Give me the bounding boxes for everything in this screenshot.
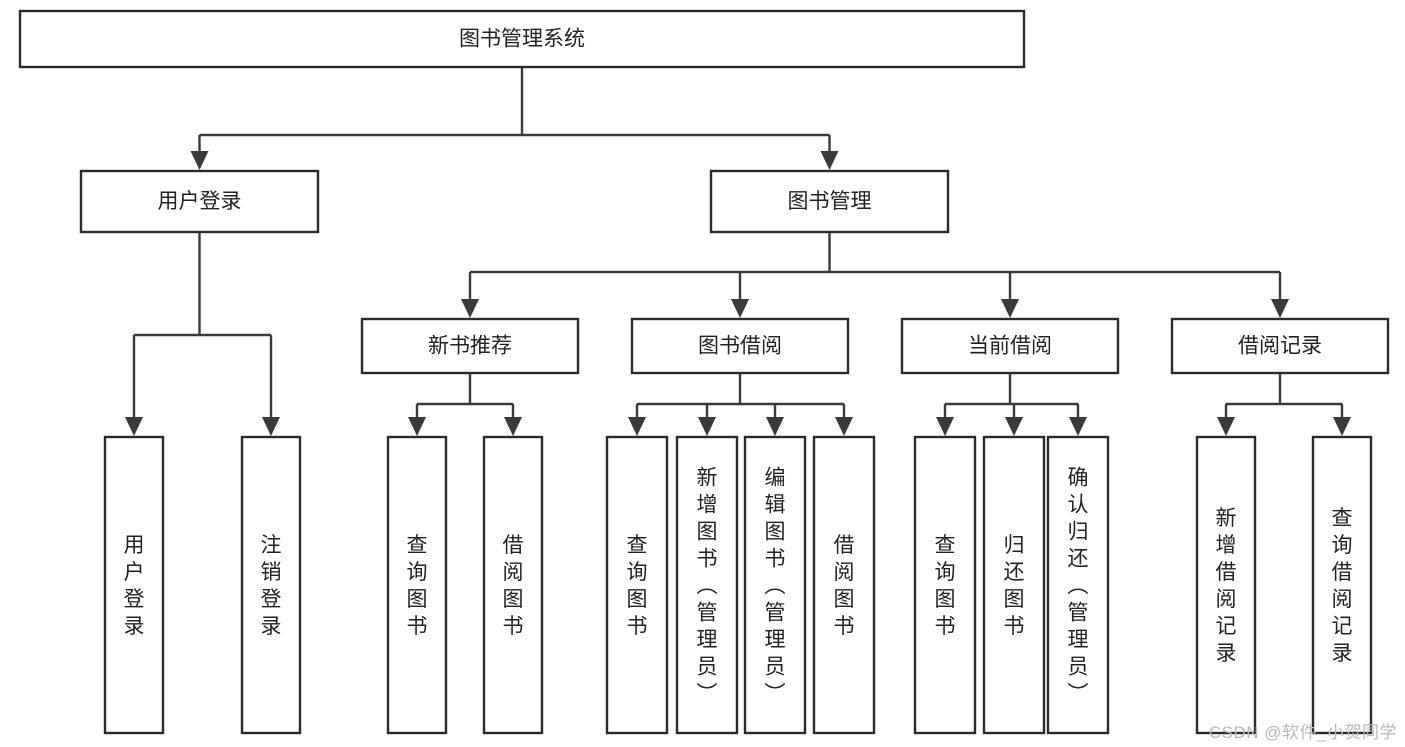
node-label: 查询图书 [627,534,648,638]
node-label: 新增借阅记录 [1216,507,1237,665]
node-box [79,169,320,234]
node-box [482,435,544,735]
node-box [743,435,807,735]
node-leaf-return-book[interactable]: 归还图书 [982,435,1046,735]
node-label: 查询图书 [407,534,428,638]
node-box [360,317,580,375]
node-label: 注销登录 [261,534,282,638]
node-n-book-borrow[interactable]: 图书借阅 [630,317,850,375]
node-box [386,435,448,735]
arrow-head-icon [1005,417,1023,436]
node-label: 借阅图书 [834,534,855,638]
node-layer: 图书管理系统用户登录图书管理新书推荐图书借阅当前借阅借阅记录用户登录注销登录查询… [18,9,1390,735]
arrow-head-icon [125,417,143,436]
node-label: 归还图书 [1004,534,1025,638]
arrow-head-icon [461,299,479,318]
node-label: 图书管理 [788,190,872,213]
node-label: 确认归还︵管理员︶ [1068,467,1089,706]
arrow-head-icon [698,417,716,436]
node-box [812,435,876,735]
node-label: 借阅记录 [1238,335,1322,358]
node-box [1195,435,1257,735]
node-box [900,317,1120,375]
node-leaf-logout[interactable]: 注销登录 [240,435,302,735]
node-label: 图书管理系统 [459,28,585,51]
node-label: 查询借阅记录 [1332,507,1353,665]
node-leaf-borrow-book-2[interactable]: 借阅图书 [812,435,876,735]
arrow-head-icon [936,417,954,436]
arrow-head-icon [628,417,646,436]
arrow-head-icon [766,417,784,436]
node-n-current-borrow[interactable]: 当前借阅 [900,317,1120,375]
arrow-head-icon [408,417,426,436]
node-root[interactable]: 图书管理系统 [18,9,1026,69]
node-box [240,435,302,735]
node-label: 查询图书 [935,534,956,638]
node-box [1311,435,1373,735]
node-label: 用户登录 [158,190,242,213]
node-n-book-mgmt[interactable]: 图书管理 [709,169,950,234]
node-box [605,435,669,735]
arrow-head-icon [731,299,749,318]
connector-layer [125,67,1351,436]
arrow-head-icon [835,417,853,436]
node-box [103,435,165,735]
node-leaf-add-book[interactable]: 新增图书︵管理员︶ [675,435,739,735]
arrow-head-icon [1217,417,1235,436]
node-box [709,169,950,234]
arrow-head-icon [820,151,839,170]
node-leaf-query-book-1[interactable]: 查询图书 [386,435,448,735]
node-leaf-add-record[interactable]: 新增借阅记录 [1195,435,1257,735]
node-n-borrow-record[interactable]: 借阅记录 [1170,317,1390,375]
node-n-user-login[interactable]: 用户登录 [79,169,320,234]
node-leaf-query-book-3[interactable]: 查询图书 [913,435,977,735]
node-leaf-query-book-2[interactable]: 查询图书 [605,435,669,735]
node-n-new-book-rec[interactable]: 新书推荐 [360,317,580,375]
node-leaf-confirm-return[interactable]: 确认归还︵管理员︶ [1046,435,1110,735]
node-box [1046,435,1110,735]
arrow-head-icon [262,417,280,436]
node-box [675,435,739,735]
node-leaf-user-login[interactable]: 用户登录 [103,435,165,735]
node-label: 编辑图书︵管理员︶ [765,467,786,706]
node-label: 用户登录 [124,534,145,638]
node-label: 当前借阅 [968,335,1052,358]
node-label: 借阅图书 [503,534,524,638]
arrow-head-icon [1001,299,1019,318]
node-label: 新书推荐 [428,335,512,358]
node-box [630,317,850,375]
node-box [18,9,1026,69]
node-leaf-edit-book[interactable]: 编辑图书︵管理员︶ [743,435,807,735]
node-leaf-borrow-book-1[interactable]: 借阅图书 [482,435,544,735]
csdn-watermark: CSDN @软件_小贺同学 [1208,723,1397,742]
node-label: 图书借阅 [698,335,782,358]
node-leaf-query-record[interactable]: 查询借阅记录 [1311,435,1373,735]
node-box [913,435,977,735]
node-label: 新增图书︵管理员︶ [697,467,718,706]
arrow-head-icon [1069,417,1087,436]
arrow-head-icon [1333,417,1351,436]
arrow-head-icon [190,151,209,170]
arrow-head-icon [1271,299,1289,318]
node-box [982,435,1046,735]
node-box [1170,317,1390,375]
arrow-head-icon [504,417,522,436]
